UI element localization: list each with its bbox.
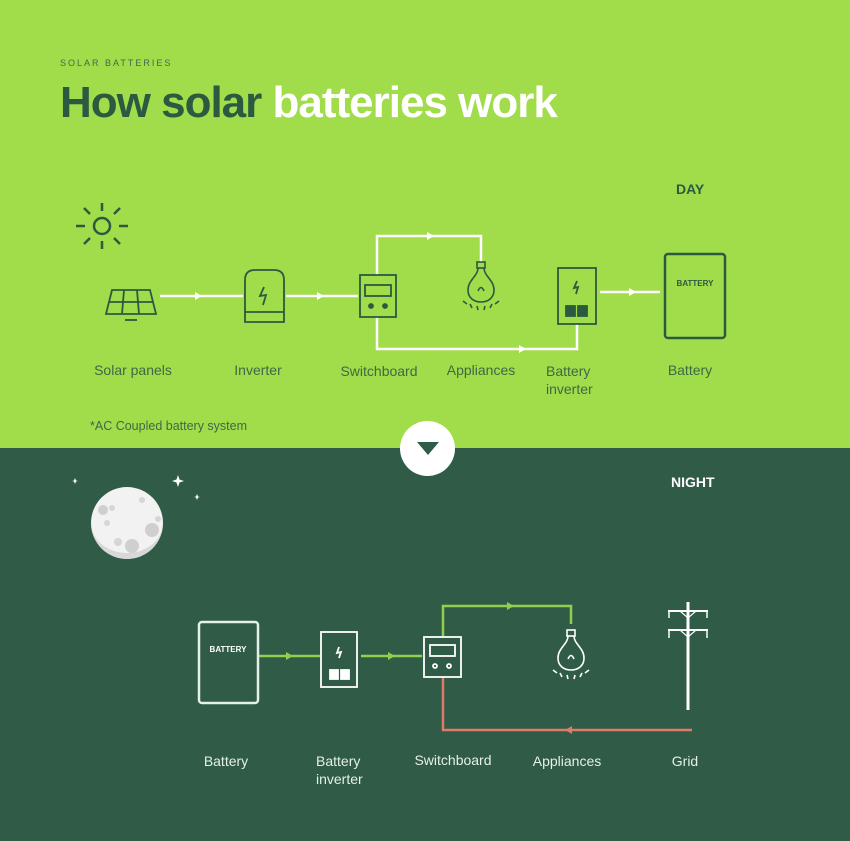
inverter-icon: [244, 269, 285, 323]
battery-text-day: BATTERY: [677, 279, 715, 288]
label-switchboard: Switchboard: [414, 752, 492, 768]
label-appliances: Appliances: [446, 362, 516, 378]
solar-panel-icon: [104, 289, 158, 321]
eyebrow: SOLAR BATTERIES: [60, 58, 173, 68]
label-line: Battery: [546, 363, 591, 379]
battery-text-night: BATTERY: [210, 645, 248, 654]
night-tag: NIGHT: [671, 474, 715, 490]
day-night-toggle-button[interactable]: [400, 421, 455, 476]
label-appliances: Appliances: [532, 753, 602, 769]
battery-inverter-icon: [320, 631, 358, 688]
night-arrows: [286, 602, 514, 660]
label-grid: Grid: [671, 753, 699, 769]
day-arrows: [195, 232, 636, 353]
label-battery: Battery: [667, 362, 713, 378]
star-icons: [72, 475, 200, 500]
grid-flow-line: [441, 677, 692, 734]
lightbulb-icon: [462, 261, 500, 311]
sun-icon: [76, 203, 128, 249]
label-inverter: Inverter: [234, 362, 282, 378]
moon-icon: [91, 487, 163, 559]
power-pylon-icon: [668, 602, 708, 710]
label-switchboard: Switchboard: [340, 363, 418, 379]
label-line: Battery: [316, 753, 361, 769]
lightbulb-icon: [552, 629, 590, 680]
battery-icon: [197, 620, 260, 705]
label-solar-panels: Solar panels: [94, 362, 172, 378]
title-dark: How solar: [60, 78, 262, 127]
label-battery: Battery: [203, 753, 249, 769]
day-section: [0, 0, 850, 448]
footnote: *AC Coupled battery system: [90, 419, 248, 433]
label-line: inverter: [316, 771, 363, 787]
label-battery-inverter: Battery inverter: [316, 752, 363, 788]
switchboard-icon: [359, 274, 397, 318]
night-flow-lines: [258, 604, 573, 658]
battery-inverter-icon: [557, 267, 597, 325]
label-battery-inverter: Battery inverter: [546, 362, 593, 398]
battery-icon: [663, 252, 727, 340]
day-tag: DAY: [676, 181, 705, 197]
label-line: inverter: [546, 381, 593, 397]
page-title: How solar batteries work: [60, 78, 558, 127]
switchboard-icon: [423, 636, 462, 678]
title-highlight: batteries work: [272, 78, 558, 127]
